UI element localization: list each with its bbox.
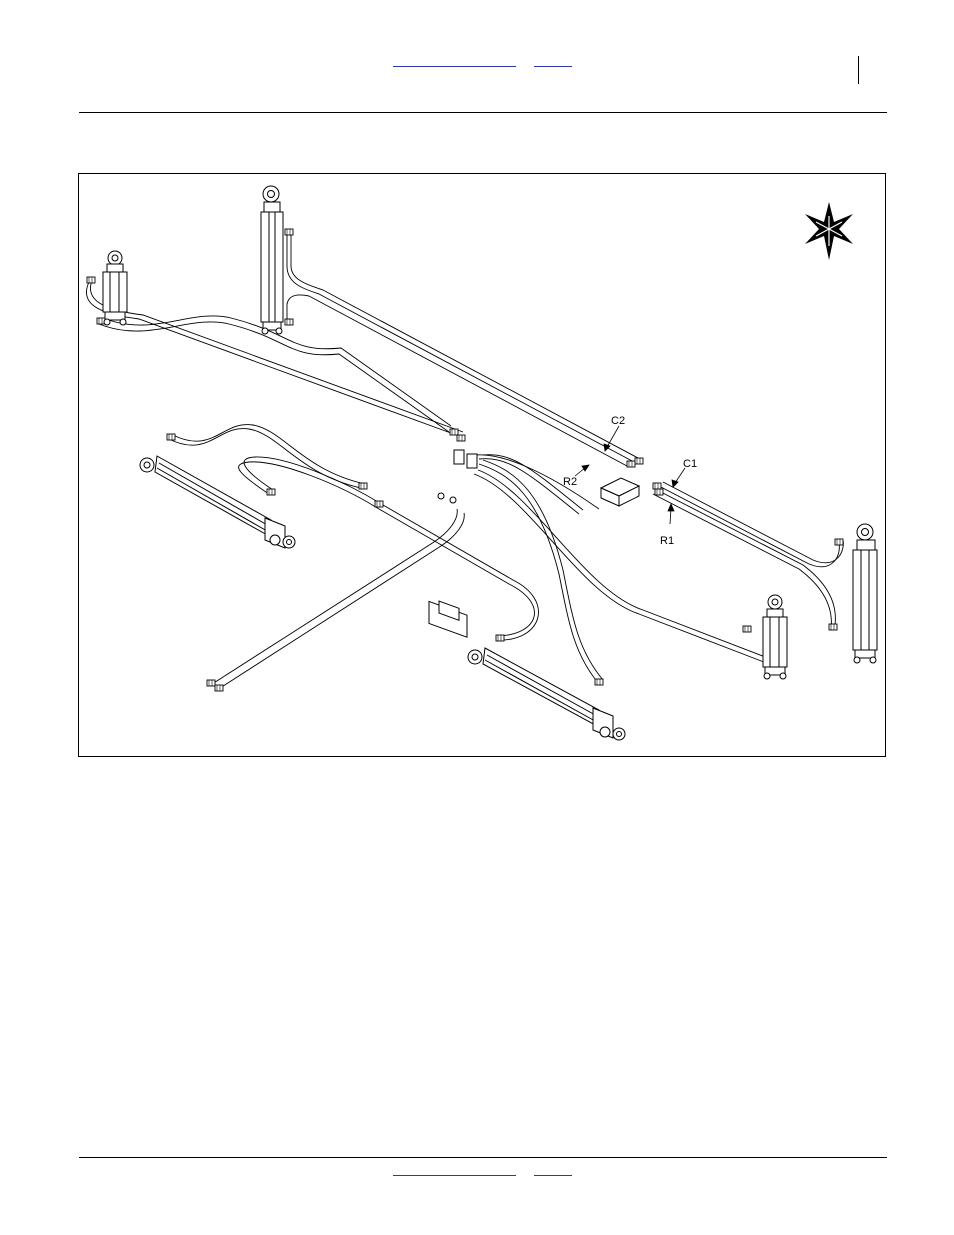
hydraulic-diagram: C2 R2 C1 R1: [79, 174, 885, 756]
right-valve-block: [601, 478, 639, 506]
callout-r1: R1: [660, 535, 674, 547]
header-vertical-marker: [858, 56, 859, 84]
callout-c1: C1: [683, 458, 697, 470]
footer-link-secondary[interactable]: [534, 1173, 572, 1176]
header-link-primary[interactable]: [393, 64, 516, 67]
cylinder-top-left-tall: [261, 186, 283, 334]
header-link-secondary[interactable]: [534, 64, 572, 67]
callout-c2: C2: [611, 415, 625, 427]
hydraulic-diagram-frame: C2 R2 C1 R1: [78, 173, 886, 757]
cylinder-right-short: [763, 595, 787, 679]
header-rule: [79, 112, 887, 113]
callout-r2: R2: [563, 476, 577, 488]
isometric-star-icon: [805, 202, 853, 260]
valve-block: [429, 450, 477, 637]
cylinder-top-left-short: [103, 251, 127, 325]
footer-rule: [79, 1157, 887, 1158]
callout-leaders: [575, 426, 685, 524]
footer-link-primary[interactable]: [393, 1173, 516, 1176]
cylinder-bottom-horizontal: [468, 648, 625, 740]
cylinder-right-tall: [853, 524, 877, 663]
cylinder-left-horizontal: [140, 456, 295, 548]
